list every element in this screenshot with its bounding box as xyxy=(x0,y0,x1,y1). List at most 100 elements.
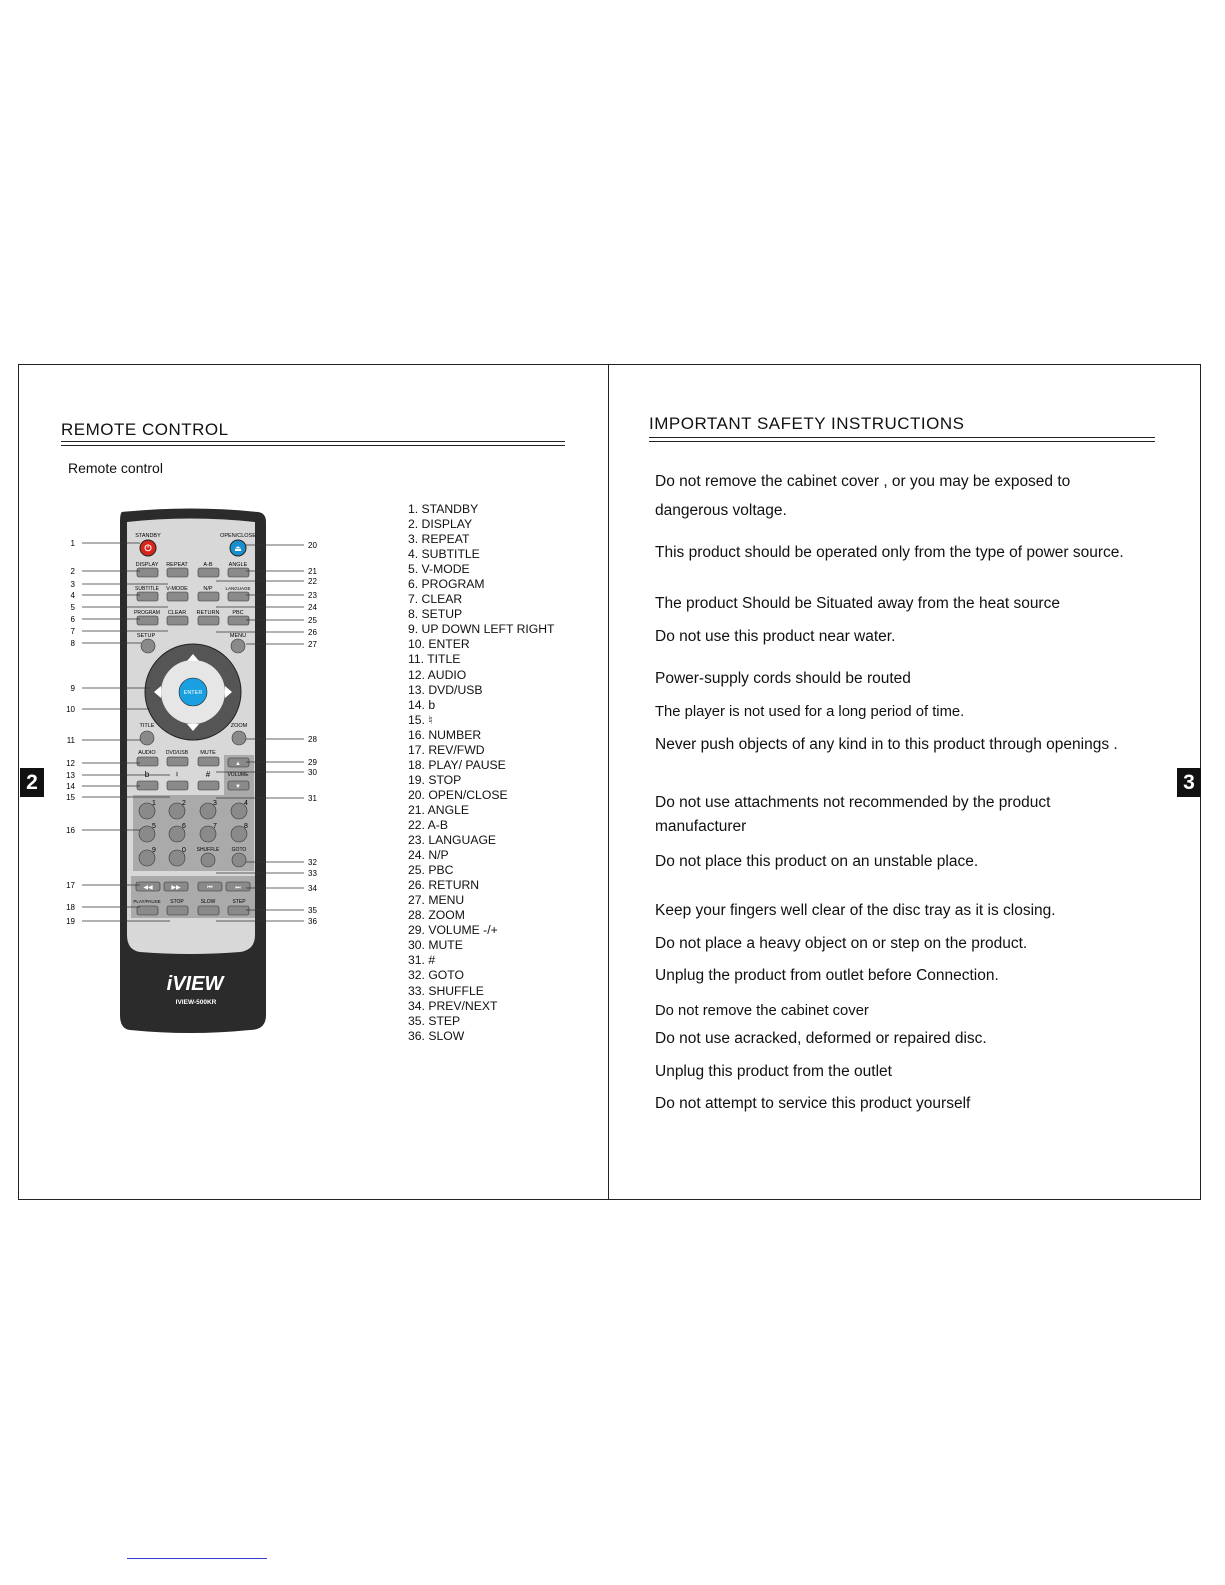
play-pause-button xyxy=(136,905,159,916)
number-label: 6 xyxy=(182,823,186,830)
number-label: 4 xyxy=(244,800,248,807)
number-button xyxy=(138,802,156,820)
rev-button xyxy=(135,881,161,892)
ab-button xyxy=(197,567,220,578)
pbc-button xyxy=(227,615,250,626)
shuffle-button xyxy=(200,852,216,868)
callout-number: 33 xyxy=(308,869,317,878)
number-label: 9 xyxy=(152,847,156,854)
legend-item: 2. DISPLAY xyxy=(408,517,473,532)
number-button xyxy=(230,802,248,820)
callout-number: 3 xyxy=(71,580,76,589)
vmode-label: V-MODE xyxy=(166,586,188,592)
play-pause-label: PLAY/PAUSE xyxy=(133,899,160,904)
legend-item: 3. REPEAT xyxy=(408,532,470,547)
legend-item: 7. CLEAR xyxy=(408,592,463,607)
zoom-label: ZOOM xyxy=(231,723,248,729)
callout-number: 17 xyxy=(66,881,75,890)
page-divider xyxy=(608,364,609,1200)
number-label: 7 xyxy=(213,823,217,830)
callout-number: 16 xyxy=(66,826,75,835)
safety-instruction: Power-supply cords should be routed xyxy=(655,670,911,687)
legend-item: 11. TITLE xyxy=(408,652,461,667)
number-button xyxy=(138,849,156,867)
number-button xyxy=(168,802,186,820)
svg-text:⏏: ⏏ xyxy=(234,544,242,553)
page-number-left: 2 xyxy=(20,768,44,797)
number-button xyxy=(230,825,248,843)
slow-button xyxy=(197,905,220,916)
remote-control-subheading: Remote control xyxy=(68,460,163,476)
callout-number: 22 xyxy=(308,577,317,586)
number-label: 2 xyxy=(182,800,186,807)
legend-item: 27. MENU xyxy=(408,893,465,908)
svg-text:⏭: ⏭ xyxy=(235,885,241,891)
goto-button xyxy=(231,852,247,868)
legend-item: 25. PBC xyxy=(408,863,454,878)
callout-numbers: 1234567891011121314151617181920212223242… xyxy=(66,539,317,926)
np-label: N/P xyxy=(203,586,213,592)
legend-item: 30. MUTE xyxy=(408,938,463,953)
callout-number: 25 xyxy=(308,616,317,625)
standby-icon xyxy=(139,539,157,557)
goto-label: GOTO xyxy=(232,847,247,853)
dvdusb-button xyxy=(166,756,189,767)
callout-number: 13 xyxy=(66,771,75,780)
callout-number: 28 xyxy=(308,735,317,744)
return-button xyxy=(197,615,220,626)
callout-number: 7 xyxy=(71,627,76,636)
safety-instruction: Do not use acracked, deformed or repaire… xyxy=(655,1030,987,1047)
legend-item: 12. AUDIO xyxy=(408,667,467,682)
volume-label: VOLUME xyxy=(227,772,249,778)
legend-item: 36. SLOW xyxy=(408,1028,465,1043)
legend-item: 23. LANGUAGE xyxy=(408,833,497,848)
natural-button xyxy=(166,780,189,791)
safety-instruction: Do not attempt to service this product y… xyxy=(655,1095,971,1112)
callout-number: 23 xyxy=(308,591,317,600)
svg-text:⏮: ⏮ xyxy=(207,885,213,891)
safety-instruction: Unplug this product from the outlet xyxy=(655,1063,892,1080)
callout-number: 14 xyxy=(66,782,75,791)
callout-lines xyxy=(82,542,304,922)
svg-text:▼: ▼ xyxy=(235,784,241,790)
footer-link-line xyxy=(127,1558,267,1559)
legend-item: 21. ANGLE xyxy=(408,802,469,817)
callout-number: 5 xyxy=(71,603,76,612)
legend-item: 34. PREV/NEXT xyxy=(408,998,498,1013)
fwd-button xyxy=(163,881,189,892)
legend-item: 10. ENTER xyxy=(408,637,470,652)
row-subtitle: SUBTITLE V-MODE N/P LANGUAGE xyxy=(135,586,251,602)
legend-item: 28. ZOOM xyxy=(408,908,465,923)
legend-item: 22. A-B xyxy=(408,817,448,832)
safety-instruction: Do not remove the cabinet cover , or you… xyxy=(655,473,1071,519)
brand-logo: iVIEW xyxy=(167,973,226,995)
callout-number: 2 xyxy=(71,567,76,576)
page-number-right: 3 xyxy=(1177,768,1201,797)
repeat-button xyxy=(166,567,189,578)
audio-label: AUDIO xyxy=(138,750,156,756)
sharp-label: # xyxy=(206,770,211,779)
callout-number: 35 xyxy=(308,906,317,915)
next-button xyxy=(225,881,251,892)
callout-number: 4 xyxy=(71,591,76,600)
angle-button xyxy=(227,567,250,578)
safety-instruction: Do not use this product near water. xyxy=(655,628,896,645)
prev-button xyxy=(197,881,223,892)
vmode-button xyxy=(166,591,189,602)
legend-item: 17. REV/FWD xyxy=(408,742,485,757)
callout-number: 9 xyxy=(71,684,76,693)
number-label: 5 xyxy=(152,823,156,830)
safety-instruction: Do not use attachments not recommended b… xyxy=(655,794,1051,835)
legend-item: 4. SUBTITLE xyxy=(408,547,480,562)
number-button xyxy=(199,802,217,820)
display-button xyxy=(136,567,159,578)
legend-item: 6. PROGRAM xyxy=(408,577,485,592)
model-label: IVIEW-500KR xyxy=(176,999,217,1006)
legend-item: 20. OPEN/CLOSE xyxy=(408,787,508,802)
row-display: DISPLAY REPEAT A-B ANGLE xyxy=(136,562,250,578)
callout-number: 30 xyxy=(308,768,317,777)
right-arrow-icon xyxy=(225,686,232,698)
callout-number: 15 xyxy=(66,793,75,802)
callout-number: 21 xyxy=(308,567,317,576)
menu-label: MENU xyxy=(230,633,246,639)
